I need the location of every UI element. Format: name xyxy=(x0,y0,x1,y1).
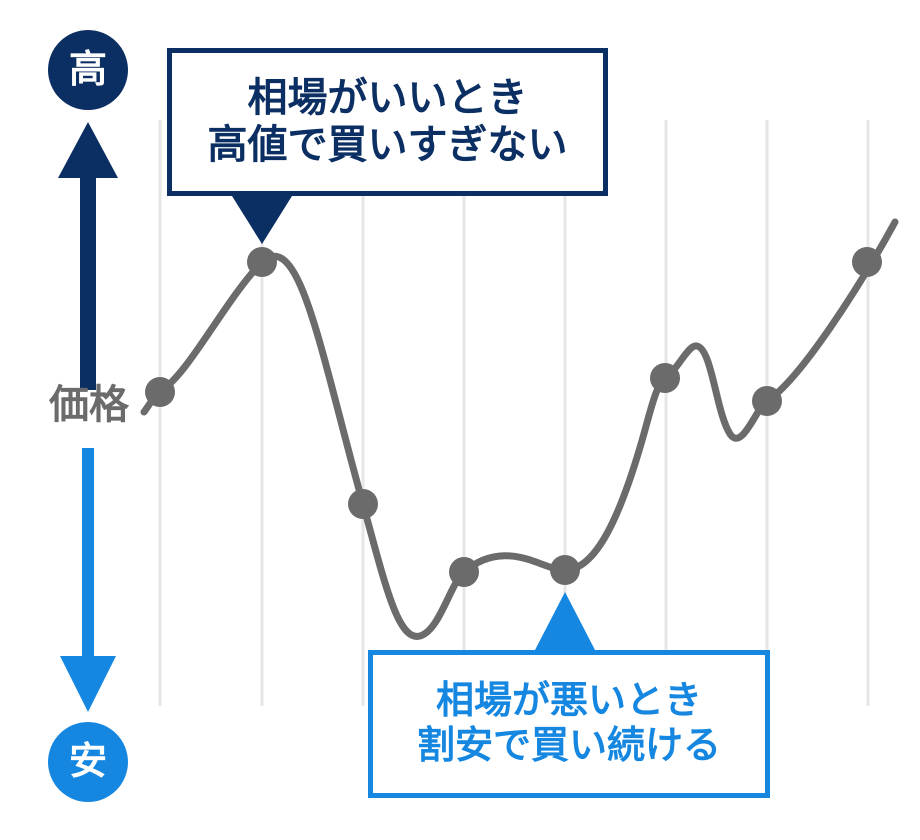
data-point xyxy=(752,386,782,416)
data-point xyxy=(550,555,580,585)
up-arrow-icon xyxy=(58,122,118,390)
price-line xyxy=(140,218,899,640)
data-point xyxy=(348,489,378,519)
data-point xyxy=(449,557,479,587)
data-point xyxy=(852,247,882,277)
callout-top: 相場がいいとき 高値で買いすぎない xyxy=(167,48,608,196)
callout-bottom-line2: 割安で買い続ける xyxy=(416,725,721,767)
callout-top-line2: 高値で買いすぎない xyxy=(207,123,568,167)
axis-low-label: 安 xyxy=(68,741,107,783)
data-point xyxy=(247,247,277,277)
callout-bottom: 相場が悪いとき 割安で買い続ける xyxy=(368,650,770,798)
callout-bottom-line1: 相場が悪いとき xyxy=(435,680,702,723)
axis-title: 価格 xyxy=(49,383,129,427)
axis-high-label: 高 xyxy=(68,49,107,91)
data-points xyxy=(145,247,882,587)
callout-top-line1: 相場がいいとき xyxy=(247,75,528,120)
axis-low-badge: 安 xyxy=(48,722,128,802)
data-point xyxy=(145,377,175,407)
callout-bottom-pointer xyxy=(535,592,595,650)
callout-top-pointer xyxy=(232,196,292,244)
axis-high-badge: 高 xyxy=(48,30,128,110)
down-arrow-icon xyxy=(60,448,116,712)
data-point xyxy=(650,363,680,393)
